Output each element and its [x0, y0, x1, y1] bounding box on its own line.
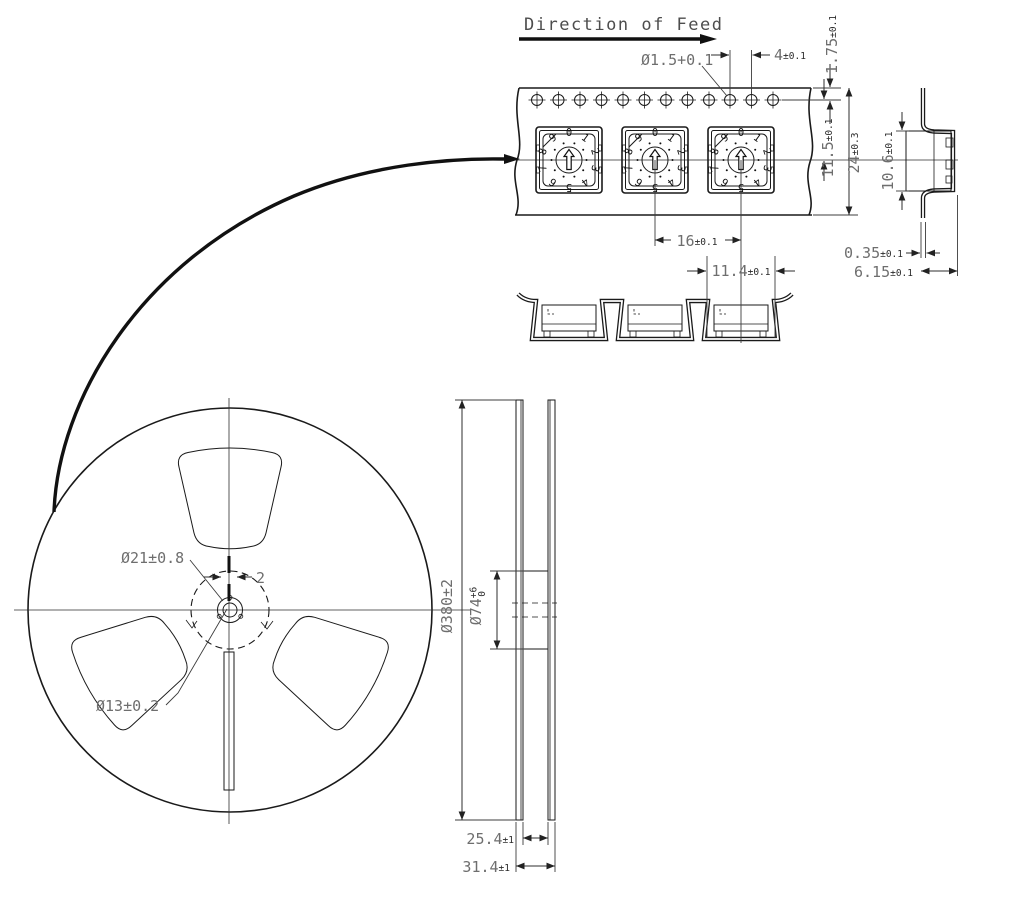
dim-tape-width: 24±0.3 — [845, 133, 863, 174]
tape-slot — [223, 651, 235, 791]
dim-edge-margin: 1.75±0.1 — [823, 15, 841, 74]
switch-side-body — [905, 130, 952, 192]
dim-overall-width: 31.4±1 — [462, 858, 510, 876]
direction-of-feed: Direction of Feed — [519, 15, 724, 44]
reel-front-view: 2 Ø21±0.8 Ø13±0.2 — [14, 398, 470, 824]
dim-hub-dia: Ø74+60 — [467, 586, 488, 625]
terminal-pin — [945, 137, 954, 148]
feed-arrow-head — [700, 34, 717, 44]
dim-pocket-pitch: 16±0.1 — [677, 232, 718, 250]
dim-slot-width: 2 — [256, 569, 265, 587]
dim-pocket-width: 11.4±0.1 — [711, 262, 770, 280]
carrier-side-view — [905, 88, 956, 218]
terminal-pin — [945, 159, 954, 170]
direction-of-feed-label: Direction of Feed — [524, 15, 724, 35]
dim-pocket-depth: 6.15±0.1 — [854, 263, 913, 281]
reel-to-tape-arrow — [52, 154, 520, 513]
dim-component-height: 10.6±0.1 — [879, 131, 897, 190]
dim-hole-to-center: 11.5±0.1 — [819, 118, 837, 177]
flange-right — [547, 399, 556, 821]
dim-inner-width: 25.4±1 — [466, 830, 514, 848]
dim-hub-ring-dia: Ø21±0.8 — [121, 549, 184, 567]
tape-break-left — [514, 87, 521, 216]
flange-left — [515, 399, 524, 821]
tape-dimensions: Ø1.5+0.1 4±0.1 1.75±0.1 11.5±0.1 24±0.3 … — [641, 15, 958, 343]
dim-flange-dia: Ø380±2 — [438, 579, 456, 633]
dim-hole-dia: Ø1.5+0.1 — [641, 51, 713, 69]
dim-tape-thickness: 0.35±0.1 — [844, 244, 903, 262]
arbor-hole — [222, 602, 238, 618]
terminal-pin — [945, 175, 953, 184]
tape-top-view — [508, 87, 958, 216]
reel-side-view: Ø380±2 Ø74+60 25.4±1 31.4±1 — [438, 399, 557, 876]
tape-break-right — [807, 87, 814, 216]
pocket-cross-section — [516, 292, 794, 342]
dim-hole-pitch: 4±0.1 — [774, 46, 806, 64]
dim-arbor-hole-dia: Ø13±0.2 — [96, 697, 159, 715]
sprocket-hole-row — [528, 91, 782, 109]
reel-cutouts — [63, 447, 397, 737]
hub-hidden-circle — [190, 570, 270, 650]
leader-arrow-head — [504, 154, 520, 164]
